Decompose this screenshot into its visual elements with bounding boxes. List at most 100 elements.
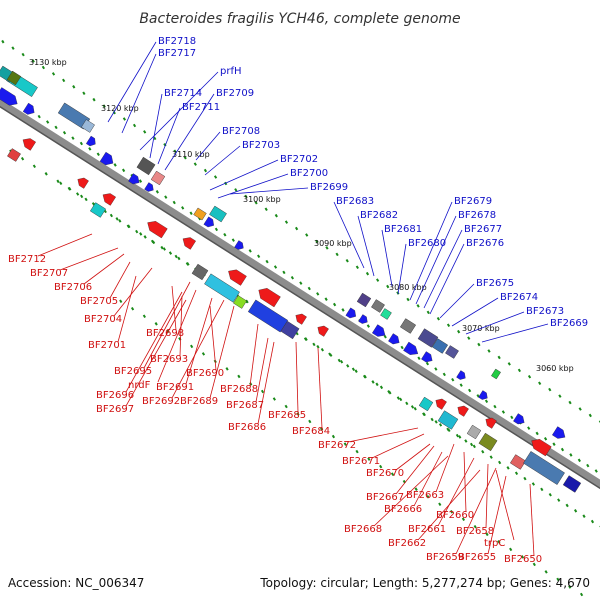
tick-mark (579, 592, 584, 597)
tick-mark (531, 482, 535, 486)
leader-line (171, 285, 177, 331)
tick-mark (92, 97, 96, 102)
operon-block (136, 156, 156, 176)
operon-block (81, 119, 95, 133)
tick-mark (214, 227, 219, 232)
tick-mark (76, 192, 80, 196)
tick-mark (560, 447, 565, 452)
leader-line (125, 299, 187, 407)
tick-mark (118, 219, 122, 223)
reverse-gene (295, 313, 307, 325)
leader-line (157, 107, 181, 165)
tick-mark (337, 358, 341, 363)
tick-mark (557, 498, 561, 502)
tick-mark (1, 39, 5, 44)
tick-mark (265, 259, 269, 264)
leader-line (37, 233, 93, 257)
tick-mark (532, 562, 536, 567)
leader-line (439, 283, 475, 319)
leader-line (409, 201, 453, 301)
leader-line (463, 451, 467, 513)
gene-label: BF2673 (526, 306, 564, 317)
tick-mark (172, 200, 176, 205)
operon-block (193, 207, 207, 221)
tick-mark (160, 245, 164, 250)
tick-mark (46, 120, 50, 124)
tick-mark (481, 449, 485, 454)
tick-mark (477, 342, 481, 347)
forward-gene (99, 151, 114, 166)
forward-gene (234, 240, 244, 250)
tick-mark (62, 130, 67, 135)
operon-block (89, 202, 107, 218)
tick-mark (556, 577, 560, 582)
tick-mark (339, 359, 344, 364)
reverse-gene (435, 398, 447, 410)
tick-mark (510, 415, 514, 420)
tick-mark (150, 239, 155, 244)
tick-mark (143, 235, 147, 239)
tick-mark (442, 372, 446, 377)
tick-mark (379, 464, 383, 469)
gene-label: BF2705 (80, 296, 118, 307)
tick-mark (31, 59, 35, 63)
tick-mark (183, 155, 187, 160)
tick-mark (62, 78, 66, 83)
tick-mark (586, 463, 590, 468)
tick-mark (41, 65, 45, 70)
tick-mark (88, 147, 92, 151)
tick-mark (102, 104, 106, 108)
forward-gene (421, 351, 433, 363)
leader-line (455, 467, 497, 555)
tick-mark (434, 367, 438, 371)
gene-label: BF2660 (436, 510, 474, 521)
gene-label: BF2714 (164, 88, 202, 99)
tick-mark (59, 181, 63, 186)
forward-gene (358, 314, 368, 324)
leader-line (485, 463, 489, 529)
gene-label: BF2696 (96, 390, 134, 401)
leader-line (204, 145, 241, 176)
reverse-gene (228, 269, 247, 286)
tick-mark (331, 434, 336, 439)
leader-line (317, 347, 323, 429)
tick-mark (193, 162, 197, 166)
leader-line (143, 281, 191, 369)
tick-mark (273, 265, 278, 269)
tick-mark (527, 375, 532, 379)
tick-mark (37, 114, 41, 119)
backbone-edge (0, 105, 600, 490)
tick-mark (345, 259, 349, 263)
tick-mark (113, 163, 117, 167)
tick-mark (127, 224, 131, 229)
leader-line (255, 337, 269, 403)
tick-mark (451, 377, 455, 382)
tick-mark (80, 194, 84, 199)
tick-mark (387, 390, 391, 394)
gene-label: BF2699 (310, 182, 348, 193)
tick-mark (367, 457, 371, 461)
tick-mark (446, 427, 450, 432)
forward-gene (388, 333, 400, 345)
operon-block (150, 170, 166, 186)
tick-mark (51, 72, 56, 76)
operon-block (491, 368, 501, 380)
tick-mark (578, 407, 582, 411)
tick-mark (487, 349, 491, 353)
operon-block (399, 318, 417, 334)
forward-gene (478, 390, 488, 400)
tick-mark (568, 585, 572, 589)
tick-mark (351, 367, 356, 372)
tick-mark (472, 444, 476, 449)
tick-mark (21, 52, 25, 57)
leader-line (437, 457, 475, 527)
gene-label: BF2689 (180, 396, 218, 407)
tick-mark (181, 206, 185, 210)
gene-label: nrdF (128, 380, 151, 391)
tick-mark (590, 519, 595, 524)
tick-mark (498, 460, 502, 465)
gene-label: BF2675 (476, 278, 514, 289)
gene-label: BF2701 (88, 340, 126, 351)
